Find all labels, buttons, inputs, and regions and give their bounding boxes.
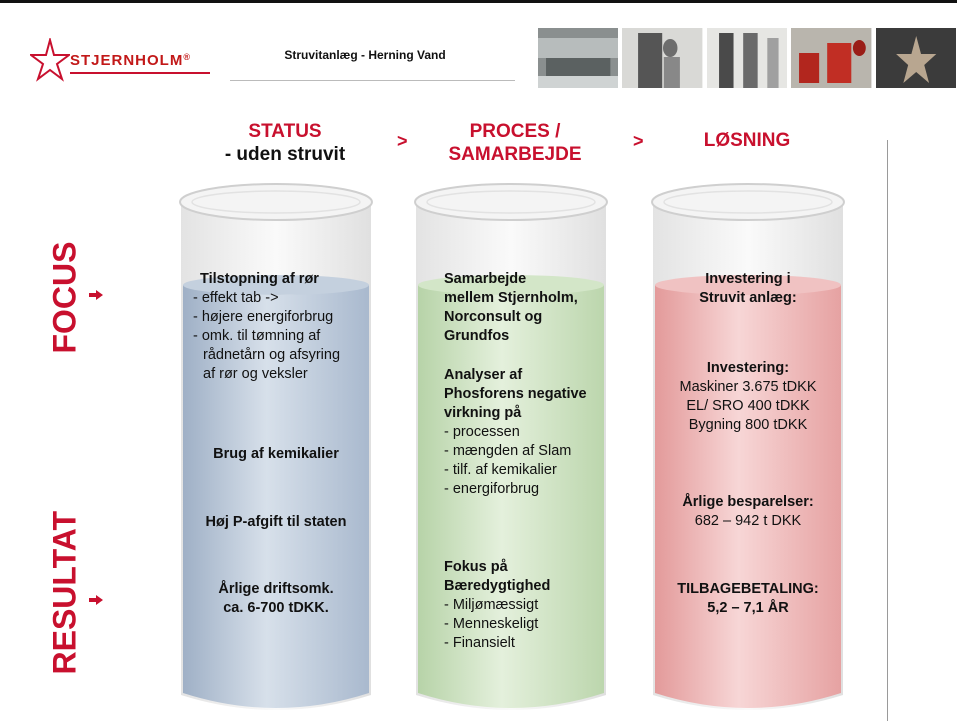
photo-hands-star — [875, 28, 957, 88]
t2-line: Grundfos — [444, 328, 510, 344]
tube-proces — [414, 183, 608, 710]
t2-line: Bæredygtighed — [444, 578, 551, 594]
tube-status — [179, 183, 373, 710]
proces-title-line2: SAMARBEJDE — [448, 144, 582, 165]
proces-title-line1: PROCES / — [469, 121, 561, 142]
tube-losning — [651, 183, 845, 710]
t2-item: - mængden af Slam — [444, 443, 572, 459]
t2-item: - tilf. af kemikalier — [444, 462, 557, 478]
photo-pipes — [706, 28, 788, 88]
t2-samarbejde: Samarbejde mellem Stjernholm, Norconsult… — [444, 270, 578, 346]
stjernholm-logo: STJERNHOLM® — [30, 38, 215, 82]
right-divider — [887, 140, 888, 721]
t3-tilbage-title: TILBAGEBETALING: — [677, 581, 819, 597]
t1-item: af rør og veksler — [203, 366, 308, 382]
status-subtitle: - uden struvit — [224, 144, 346, 165]
t2-item: - Menneskeligt — [444, 616, 539, 632]
logo-text: STJERNHOLM® — [70, 52, 191, 69]
t2-fokus: Fokus på Bæredygtighed - Miljømæssigt - … — [444, 558, 550, 653]
t2-line: Samarbejde — [444, 271, 527, 287]
t2-item: - Finansielt — [444, 635, 515, 651]
t2-line: Analyser af — [444, 367, 523, 383]
photo-strip — [538, 28, 957, 88]
t2-line: Fokus på — [444, 559, 508, 575]
slide-title: Struvitanlæg - Herning Vand — [284, 48, 446, 62]
t1-item: - højere energiforbrug — [193, 309, 334, 325]
t1-drift-line1: Årlige driftsomk. — [218, 581, 334, 597]
star-icon — [30, 38, 70, 82]
t1-item: rådnetårn og afsyring — [203, 347, 341, 363]
t1-kemikalier: Brug af kemikalier — [213, 446, 339, 462]
top-border — [0, 0, 957, 3]
t3-inv-head-2: Struvit anlæg: — [699, 290, 797, 306]
separator-2: > — [633, 131, 644, 151]
t2-line: Phosforens negative — [444, 386, 587, 402]
t1-item: - effekt tab -> — [193, 290, 279, 306]
t2-item: - processen — [444, 424, 520, 440]
resultat-label: RESULTAT — [46, 510, 83, 675]
status-title: STATUS — [248, 121, 322, 142]
t1-list: - effekt tab -> - højere energiforbrug -… — [193, 289, 340, 384]
t2-line: Norconsult og — [444, 309, 543, 325]
t3-inv-item: Bygning 800 tDKK — [688, 417, 808, 433]
t2-item: - Miljømæssigt — [444, 597, 539, 613]
focus-arrow-icon — [89, 290, 103, 300]
losning-title: LØSNING — [703, 130, 791, 151]
t3-inv-item: Maskiner 3.675 tDKK — [679, 379, 817, 395]
t1-drift-line2: ca. 6-700 tDKK. — [223, 600, 329, 616]
t3-besparelser-value: 682 – 942 t DKK — [694, 513, 802, 529]
photo-red-valves — [791, 28, 872, 88]
t3-inv-item: EL/ SRO 400 tDKK — [686, 398, 810, 414]
photo-worker — [622, 28, 703, 88]
t2-item: - energiforbrug — [444, 481, 540, 497]
t3-inv-list: Maskiner 3.675 tDKK EL/ SRO 400 tDKK Byg… — [655, 378, 841, 435]
t1-afgift: Høj P-afgift til staten — [205, 514, 347, 530]
t1-heading: Tilstopning af rør — [200, 271, 319, 287]
t2-line: virkning på — [444, 405, 522, 421]
logo-underline — [70, 72, 210, 74]
t3-inv-head-1: Investering i — [705, 271, 791, 287]
t3-tilbage-value: 5,2 – 7,1 ÅR — [707, 600, 789, 616]
t1-item: - omk. til tømning af — [193, 328, 321, 344]
title-underline — [230, 80, 515, 81]
t3-inv-title: Investering: — [706, 360, 790, 376]
t3-besparelser-title: Årlige besparelser: — [682, 494, 814, 510]
focus-label: FOCUS — [46, 241, 83, 354]
photo-plant-tank — [538, 28, 619, 88]
t2-line: mellem Stjernholm, — [444, 290, 578, 306]
resultat-arrow-icon — [89, 595, 103, 605]
separator-1: > — [397, 131, 408, 151]
t2-analyser: Analyser af Phosforens negative virkning… — [444, 366, 587, 499]
